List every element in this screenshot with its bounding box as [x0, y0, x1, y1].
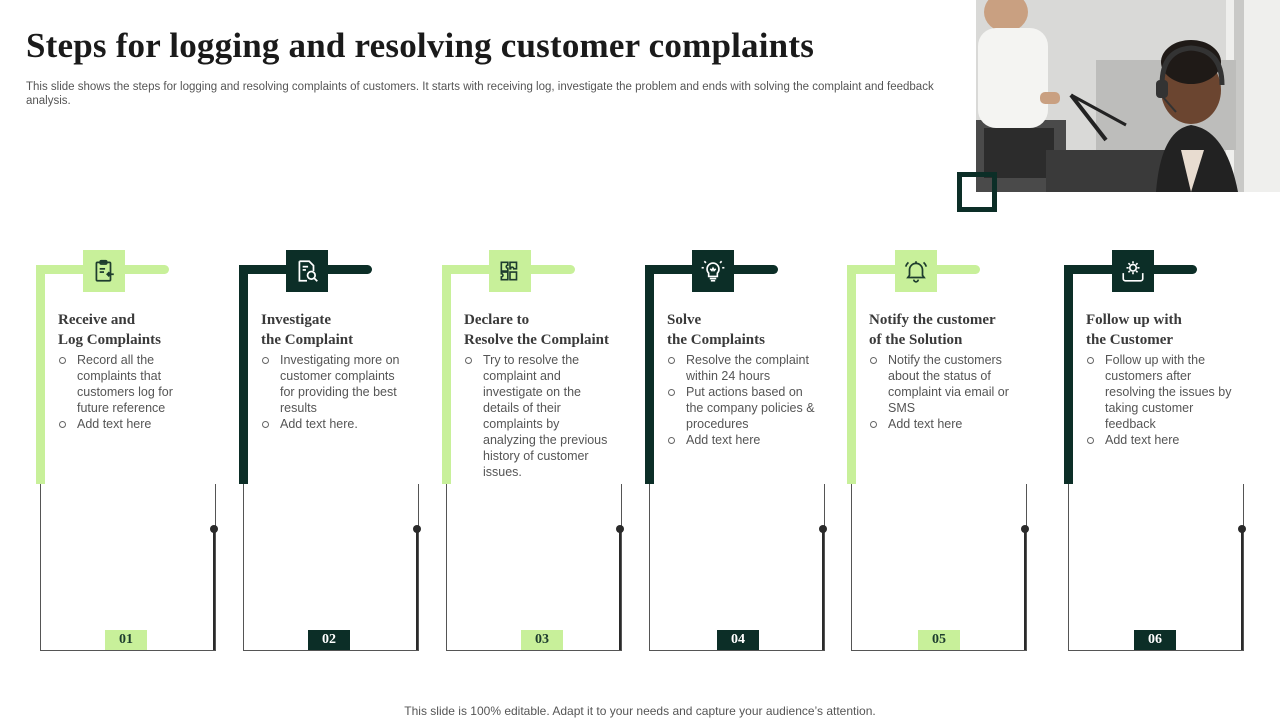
- step-bullet: Try to resolve the complaint and investi…: [464, 352, 614, 480]
- clipboard-icon: [95, 259, 114, 282]
- step-icon-box: [1112, 250, 1154, 292]
- step-bullet: Record all the complaints that customers…: [58, 352, 208, 416]
- step-card-4: Solve the Complaints Resolve the complai…: [645, 250, 827, 652]
- document-search-icon: [298, 260, 318, 282]
- page-subtitle: This slide shows the steps for logging a…: [26, 81, 934, 107]
- step-icon-box: [286, 250, 328, 292]
- step-card-3: Declare to Resolve the Complaint Try to …: [442, 250, 624, 652]
- step-number: 02: [308, 630, 350, 650]
- step-heading: Receive and Log Complaints: [58, 312, 161, 348]
- step-outline: [40, 484, 216, 651]
- hand-gear-icon: [1122, 261, 1144, 282]
- step-vertical-bar: [442, 265, 451, 484]
- step-dot: [1021, 525, 1029, 533]
- step-icon-box: [489, 250, 531, 292]
- step-vertical-bar: [645, 265, 654, 484]
- decorative-square: [957, 172, 997, 212]
- step-vertical-bar: [1064, 265, 1073, 484]
- step-number: 05: [918, 630, 960, 650]
- step-bullet-list: Resolve the complaint within 24 hours Pu…: [667, 352, 817, 448]
- step-dot: [1238, 525, 1246, 533]
- step-bullet: Add text here: [1086, 432, 1236, 448]
- step-bullet: Resolve the complaint within 24 hours: [667, 352, 817, 384]
- step-bullet-list: Try to resolve the complaint and investi…: [464, 352, 614, 480]
- puzzle-icon: [500, 261, 518, 281]
- step-bullet-list: Follow up with the customers after resol…: [1086, 352, 1236, 448]
- step-card-5: Notify the customer of the Solution Noti…: [847, 250, 1029, 652]
- step-dot: [819, 525, 827, 533]
- step-icon-box: [895, 250, 937, 292]
- step-bullet: Notify the customers about the status of…: [869, 352, 1019, 416]
- step-dot-line: [416, 530, 418, 650]
- step-dot-line: [1024, 530, 1026, 650]
- step-bullet-list: Notify the customers about the status of…: [869, 352, 1019, 432]
- step-vertical-bar: [36, 265, 45, 484]
- step-dot-line: [619, 530, 621, 650]
- step-number: 04: [717, 630, 759, 650]
- step-outline: [649, 484, 825, 651]
- step-bullet: Add text here: [667, 432, 817, 448]
- step-card-1: Receive and Log Complaints Record all th…: [36, 250, 218, 652]
- step-outline: [243, 484, 419, 651]
- step-card-6: Follow up with the Customer Follow up wi…: [1064, 250, 1246, 652]
- step-bullet: Follow up with the customers after resol…: [1086, 352, 1236, 432]
- step-dot: [616, 525, 624, 533]
- step-icon-box: [83, 250, 125, 292]
- step-heading: Investigate the Complaint: [261, 312, 354, 348]
- step-dot-line: [822, 530, 824, 650]
- step-dot: [413, 525, 421, 533]
- step-heading: Follow up with the Customer: [1086, 312, 1182, 348]
- step-card-2: Investigate the Complaint Investigating …: [239, 250, 421, 652]
- step-heading: Solve the Complaints: [667, 312, 765, 348]
- step-dot-line: [213, 530, 215, 650]
- step-vertical-bar: [239, 265, 248, 484]
- step-outline: [1068, 484, 1244, 651]
- step-icon-box: [692, 250, 734, 292]
- step-number: 06: [1134, 630, 1176, 650]
- step-heading: Declare to Resolve the Complaint: [464, 312, 609, 348]
- footer-note: This slide is 100% editable. Adapt it to…: [404, 704, 876, 718]
- step-number: 03: [521, 630, 563, 650]
- step-dot-line: [1241, 530, 1243, 650]
- step-outline: [851, 484, 1027, 651]
- support-team-photo: [976, 0, 1280, 192]
- bell-icon: [904, 261, 928, 283]
- step-bullet-list: Record all the complaints that customers…: [58, 352, 208, 432]
- step-bullet: Add text here: [869, 416, 1019, 432]
- step-bullet: Add text here.: [261, 416, 411, 432]
- step-bullet: Add text here: [58, 416, 208, 432]
- step-number: 01: [105, 630, 147, 650]
- step-heading: Notify the customer of the Solution: [869, 312, 996, 348]
- page-title: Steps for logging and resolving customer…: [26, 26, 815, 65]
- step-dot: [210, 525, 218, 533]
- step-vertical-bar: [847, 265, 856, 484]
- step-bullet-list: Investigating more on customer complaint…: [261, 352, 411, 432]
- step-outline: [446, 484, 622, 651]
- step-bullet: Investigating more on customer complaint…: [261, 352, 411, 416]
- step-bullet: Put actions based on the company policie…: [667, 384, 817, 432]
- lightbulb-icon: [701, 260, 725, 282]
